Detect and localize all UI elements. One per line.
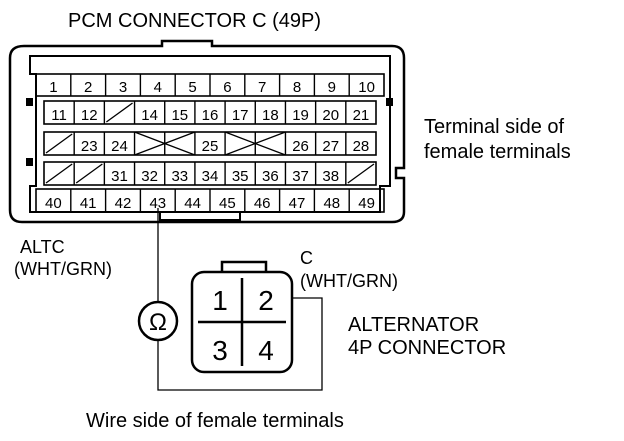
row-2-frame: [43, 100, 377, 125]
terminal-15: 15: [171, 107, 188, 124]
terminal-42: 42: [115, 195, 132, 212]
alternator-pin-3: 3: [212, 335, 228, 366]
terminal-36: 36: [262, 168, 279, 185]
terminal-11: 11: [51, 107, 67, 124]
altc-label: ALTC: [20, 237, 65, 257]
terminal-5: 5: [188, 79, 196, 96]
terminal-7: 7: [258, 79, 266, 96]
c-wire-color-label: (WHT/GRN): [300, 271, 398, 291]
terminal-14: 14: [141, 107, 158, 124]
terminal-47: 47: [289, 195, 306, 212]
terminal-19: 19: [292, 107, 309, 124]
diagram-title: PCM CONNECTOR C (49P): [68, 10, 321, 32]
terminal-46: 46: [254, 195, 271, 212]
terminal-35: 35: [232, 168, 249, 185]
terminal-2: 2: [84, 79, 92, 96]
terminal-28: 28: [353, 138, 370, 155]
terminal-48: 48: [323, 195, 340, 212]
terminal-9: 9: [328, 79, 336, 96]
blocked-cavity-mark-right: [224, 131, 286, 156]
terminal-49: 49: [358, 195, 375, 212]
terminal-4: 4: [154, 79, 162, 96]
terminal-24: 24: [111, 138, 128, 155]
terminal-17: 17: [232, 107, 249, 124]
terminal-33: 33: [171, 168, 188, 185]
row-4-frame: [43, 161, 377, 186]
terminal-32: 32: [141, 168, 158, 185]
empty-cavity-mark: [45, 163, 73, 184]
alternator-label-line2: 4P CONNECTOR: [348, 337, 506, 359]
ohmmeter-symbol: Ω: [137, 300, 179, 342]
alternator-label-line1: ALTERNATOR: [348, 314, 479, 336]
alternator-connector-housing: [190, 260, 294, 374]
terminal-8: 8: [293, 79, 301, 96]
empty-cavity-mark: [105, 102, 133, 123]
terminal-12: 12: [81, 107, 98, 124]
terminal-16: 16: [202, 107, 219, 124]
terminal-37: 37: [292, 168, 309, 185]
empty-cavity-mark: [75, 163, 103, 184]
terminal-41: 41: [80, 195, 97, 212]
terminal-3: 3: [119, 79, 127, 96]
terminal-34: 34: [202, 168, 219, 185]
terminal-40: 40: [45, 195, 62, 212]
ohm-glyph: Ω: [149, 309, 167, 336]
terminal-18: 18: [262, 107, 279, 124]
terminal-1: 1: [49, 79, 57, 96]
terminal-38: 38: [322, 168, 339, 185]
terminal-6: 6: [223, 79, 231, 96]
wire-side-caption: Wire side of female terminals: [86, 410, 344, 432]
empty-cavity-mark: [45, 133, 73, 154]
pcm-connector-housing: [8, 39, 406, 224]
row-3-frame: [43, 131, 377, 156]
terminal-25: 25: [202, 138, 219, 155]
test-lead-wiring: [157, 208, 323, 391]
terminal-10: 10: [358, 79, 375, 96]
blocked-cavity-mark-left: [134, 131, 196, 156]
terminal-20: 20: [322, 107, 339, 124]
terminal-45: 45: [219, 195, 236, 212]
empty-cavity-mark: [347, 163, 375, 184]
terminal-27: 27: [322, 138, 339, 155]
altc-wire-color-label: (WHT/GRN): [14, 259, 112, 279]
terminal-43: 43: [149, 195, 166, 212]
terminal-31: 31: [111, 168, 128, 185]
terminal-44: 44: [184, 195, 201, 212]
terminal-23: 23: [81, 138, 98, 155]
c-terminal-label: C: [300, 248, 313, 268]
housing-lock-tabs: [26, 98, 393, 166]
alternator-pin-2: 2: [258, 285, 274, 316]
terminal-side-label-line2: female terminals: [424, 141, 571, 163]
alternator-pin-4: 4: [258, 335, 274, 366]
alternator-pin-1: 1: [212, 285, 228, 316]
terminal-side-label-line1: Terminal side of: [424, 116, 565, 138]
terminal-26: 26: [292, 138, 309, 155]
terminal-21: 21: [353, 107, 370, 124]
